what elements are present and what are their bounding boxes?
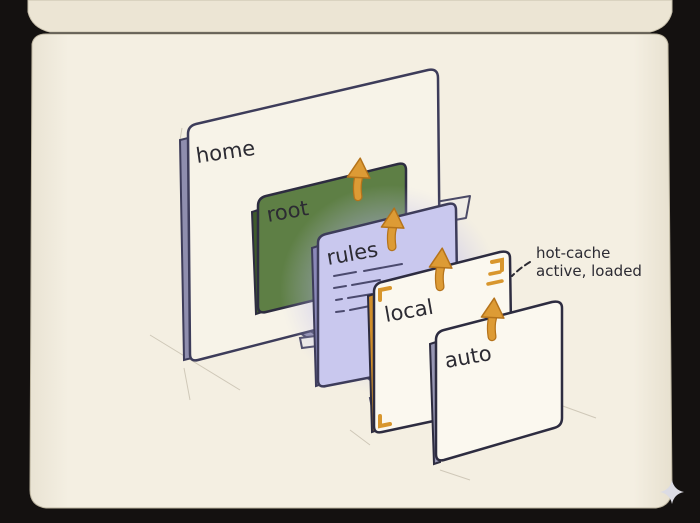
annotation-line-2: active, loaded [536, 262, 642, 280]
annotation-line-1: hot-cache [536, 244, 610, 262]
layer-auto [428, 300, 564, 466]
sparkle-icon [660, 480, 684, 504]
status-marks [486, 270, 504, 286]
rules-list-icon [333, 263, 403, 313]
notebook-top-edge [27, 0, 673, 33]
annotation-connector [511, 261, 531, 277]
construction-lines [149, 127, 597, 481]
corner-bracket-icon [378, 257, 504, 429]
